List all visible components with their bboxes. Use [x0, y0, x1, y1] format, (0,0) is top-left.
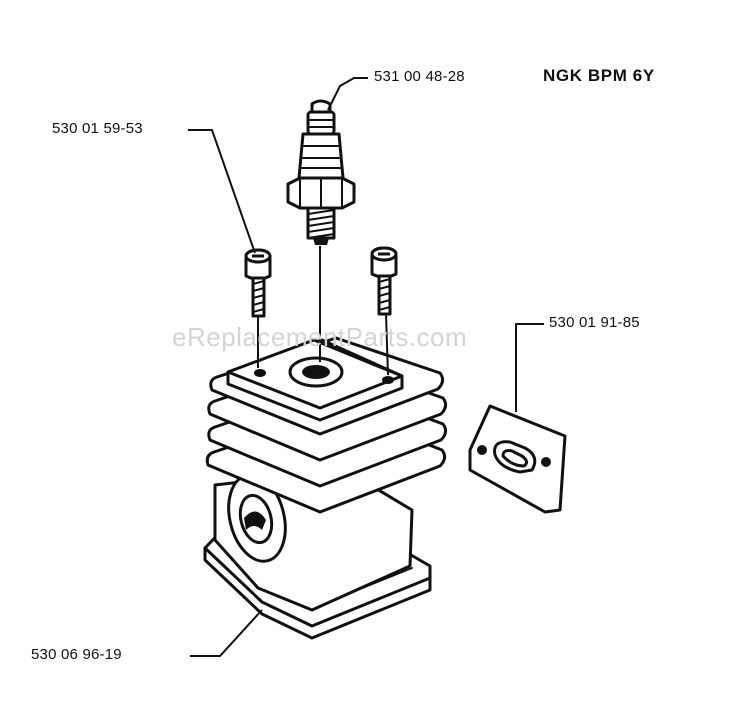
gasket-bolt-hole [477, 445, 487, 455]
screw-right [370, 246, 398, 376]
leader-gasket [515, 323, 544, 412]
bolt-hole [382, 376, 394, 384]
spark-plug-model-label: NGK BPM 6Y [543, 66, 655, 85]
leader-cylinder [190, 609, 263, 657]
gasket-plate [468, 404, 567, 514]
cylinder-base-edge [203, 546, 432, 640]
leader-screw [188, 129, 256, 254]
bolt-hole [254, 369, 266, 377]
spark-plug-part-number: 531 00 48-28 [374, 68, 465, 85]
exhaust-gasket-part [468, 404, 567, 514]
screw-part-number: 530 01 59-53 [52, 120, 143, 137]
screw-left [244, 248, 272, 368]
spark-plug-part [286, 99, 356, 362]
cylinder-part [203, 336, 448, 640]
gasket-part-number: 530 01 91-85 [549, 314, 640, 331]
leader-spark-plug [327, 77, 368, 111]
spark-plug-insulator [297, 132, 345, 180]
cylinder-part-number: 530 06 96-19 [31, 646, 122, 663]
gasket-bolt-hole [541, 457, 551, 467]
